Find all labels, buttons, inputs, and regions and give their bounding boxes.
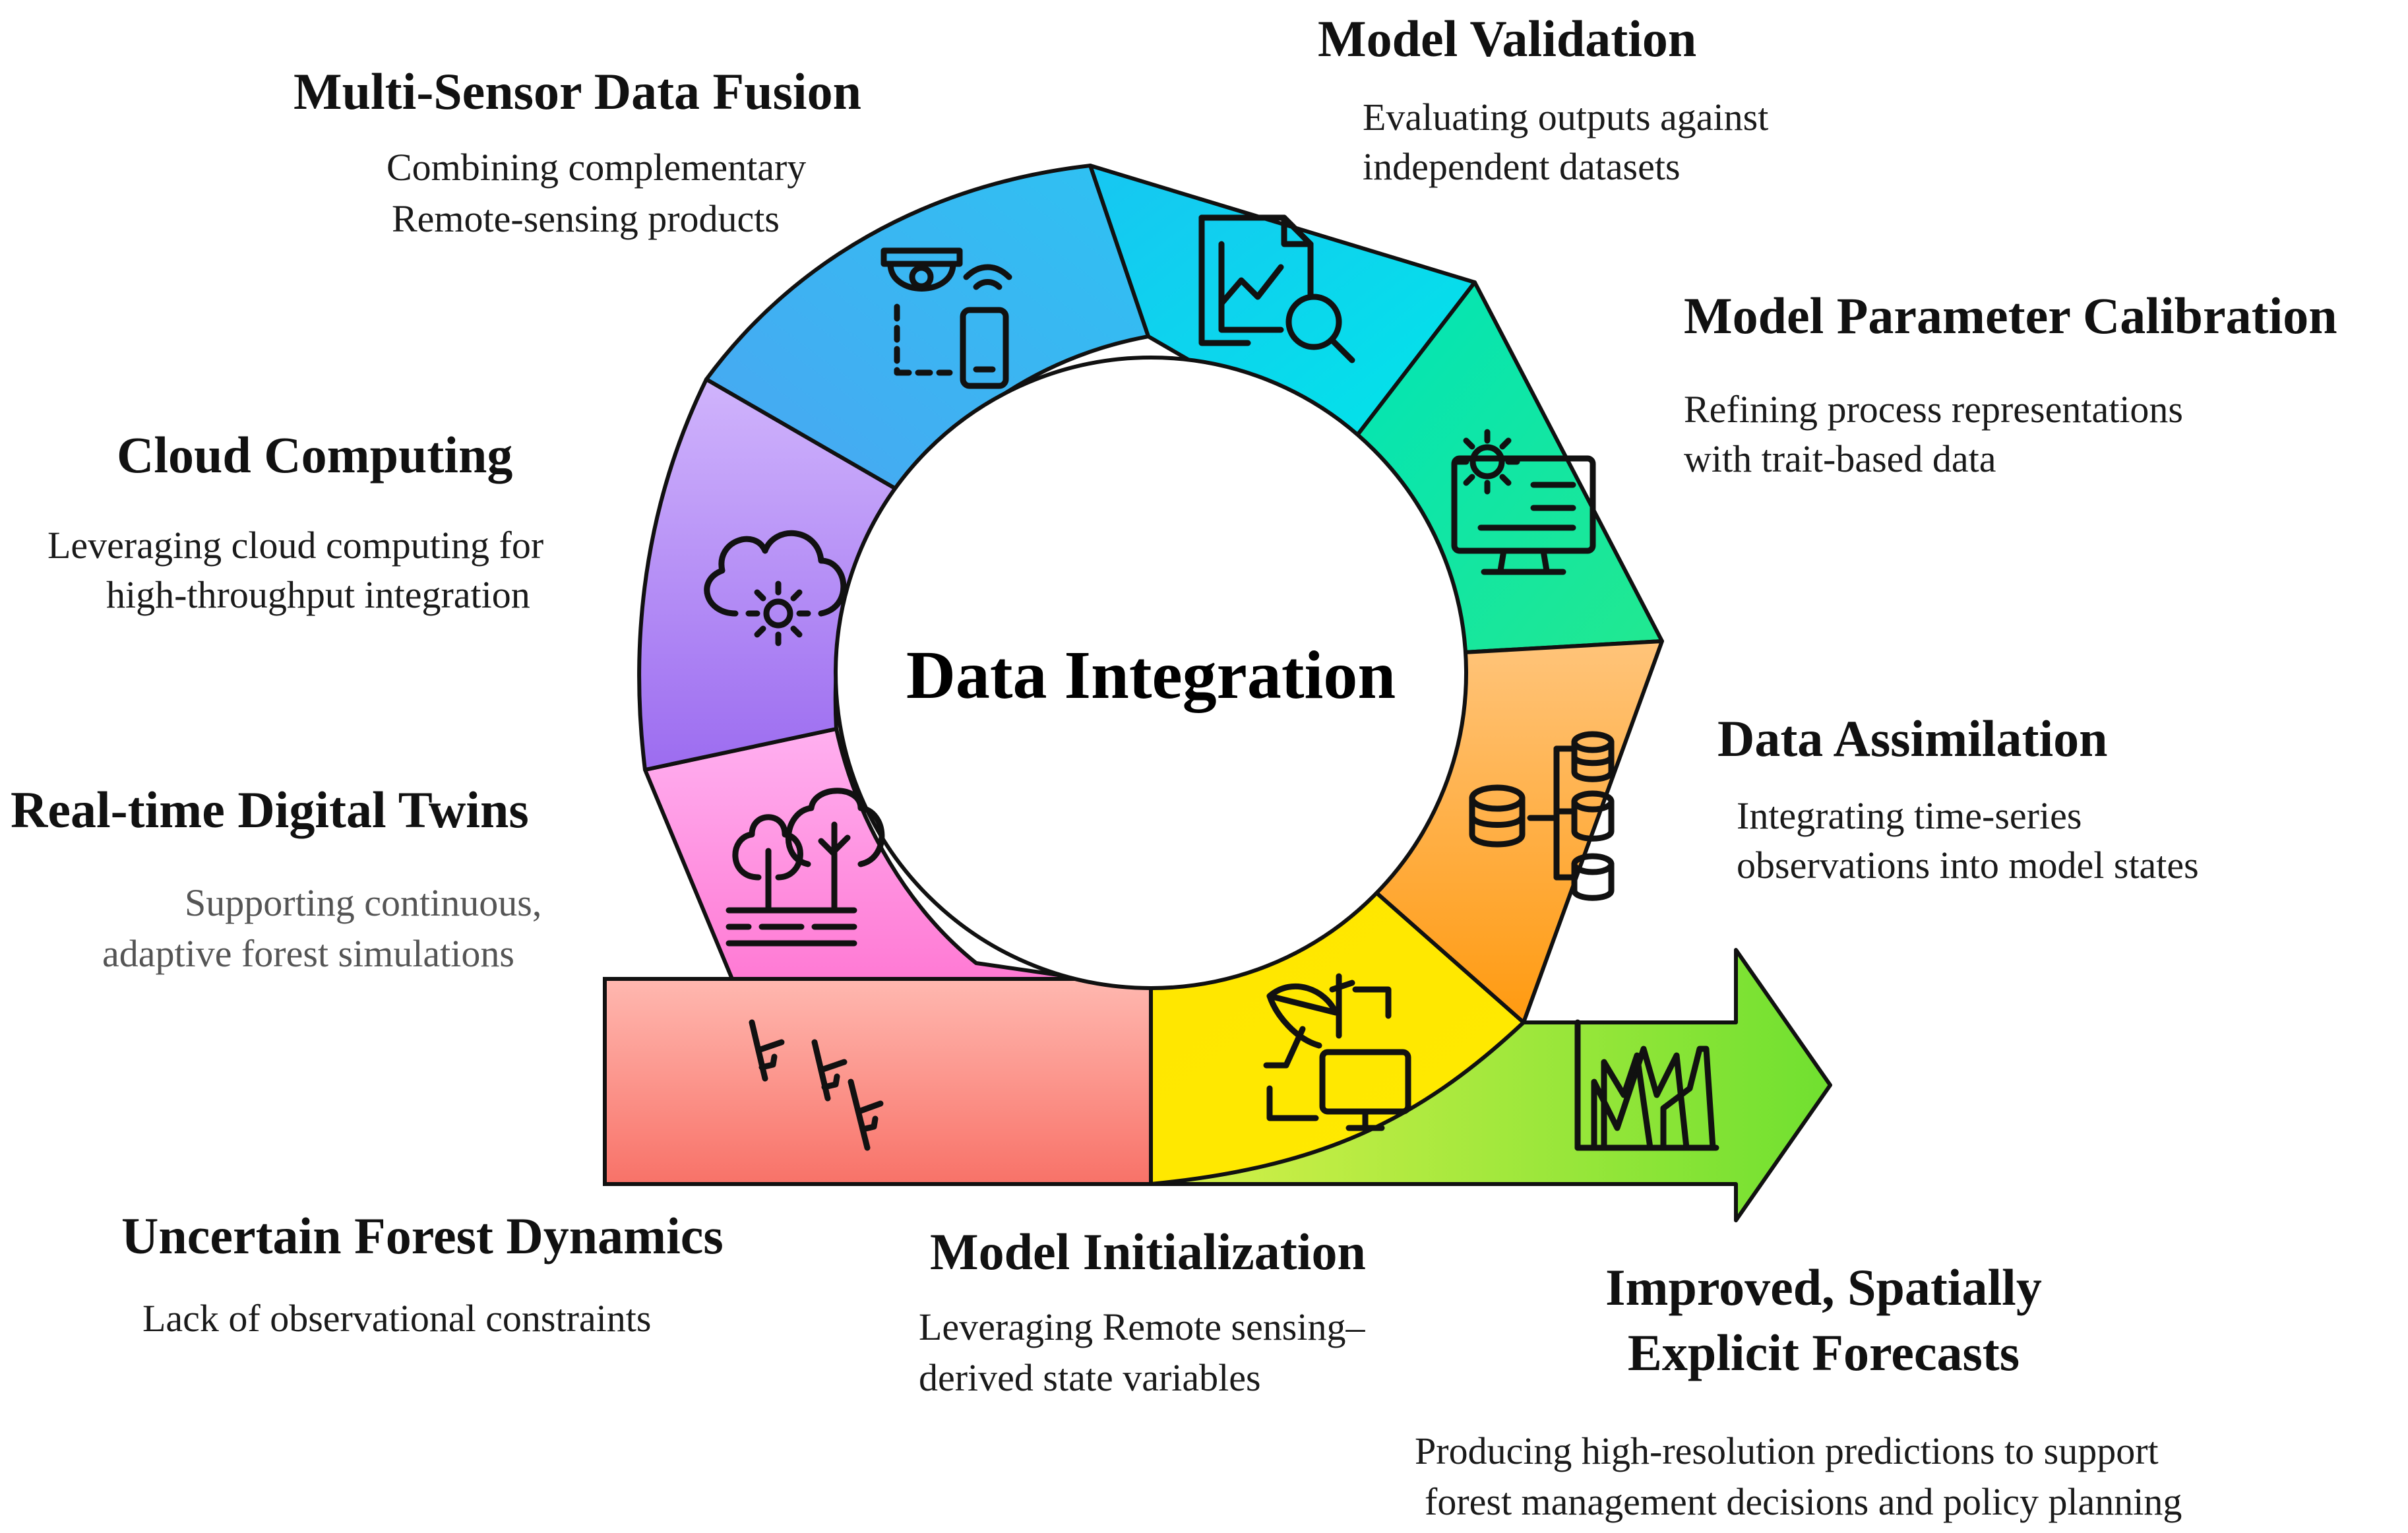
label-uncertain-dynamics: Uncertain Forest Dynamics Lack of observ… xyxy=(121,1207,724,1340)
segment-uncertain-dynamics[interactable] xyxy=(603,977,1153,1186)
multi-sensor-title: Multi-Sensor Data Fusion xyxy=(293,63,861,120)
label-model-validation: Model Validation Evaluating outputs agai… xyxy=(1318,10,1768,188)
multi-sensor-desc-2: Remote-sensing products xyxy=(392,197,780,240)
multi-sensor-desc-1: Combining complementary xyxy=(386,146,806,189)
label-improved-forecasts: Improved, Spatially Explicit Forecasts P… xyxy=(1415,1259,2182,1523)
cloud-computing-title: Cloud Computing xyxy=(117,426,512,484)
label-digital-twins: Real-time Digital Twins Supporting conti… xyxy=(11,781,541,975)
forecasts-title-1: Improved, Spatially xyxy=(1605,1259,2042,1316)
model-validation-desc-2: independent datasets xyxy=(1363,145,1681,188)
forecasts-desc-2: forest management decisions and policy p… xyxy=(1425,1480,2182,1523)
forecast-chart-icon xyxy=(1574,1019,1719,1151)
forecasts-title-2: Explicit Forecasts xyxy=(1628,1324,2020,1381)
data-assimilation-desc-2: observations into model states xyxy=(1737,844,2199,887)
model-initialization-title: Model Initialization xyxy=(930,1223,1366,1280)
uncertain-dynamics-desc-1: Lack of observational constraints xyxy=(142,1297,651,1340)
label-cloud-computing: Cloud Computing Leveraging cloud computi… xyxy=(47,426,543,616)
parameter-calibration-desc-1: Refining process representations xyxy=(1684,388,2183,431)
label-data-assimilation: Data Assimilation Integrating time-serie… xyxy=(1717,710,2199,887)
parameter-calibration-title: Model Parameter Calibration xyxy=(1684,287,2337,344)
label-parameter-calibration: Model Parameter Calibration Refining pro… xyxy=(1684,287,2337,480)
center-circle xyxy=(834,356,1468,990)
label-multi-sensor: Multi-Sensor Data Fusion Combining compl… xyxy=(293,63,861,240)
center-title: Data Integration xyxy=(906,637,1396,713)
data-assimilation-desc-1: Integrating time-series xyxy=(1737,794,2082,837)
cloud-gear-icon xyxy=(704,530,847,646)
cloud-computing-desc-1: Leveraging cloud computing for xyxy=(47,524,543,567)
data-assimilation-title: Data Assimilation xyxy=(1717,710,2108,767)
cloud-computing-desc-2: high-throughput integration xyxy=(106,573,530,616)
digital-twins-desc-2: adaptive forest simulations xyxy=(102,932,514,975)
model-validation-desc-1: Evaluating outputs against xyxy=(1363,96,1768,139)
digital-twins-desc-1: Supporting continuous, xyxy=(185,881,541,924)
satellite-monitor-icon xyxy=(1263,973,1411,1131)
database-tree-icon xyxy=(1469,731,1615,901)
parameter-calibration-desc-2: with trait-based data xyxy=(1684,437,1996,480)
digital-twins-title: Real-time Digital Twins xyxy=(11,781,529,838)
tree-branches-icon xyxy=(749,1019,884,1151)
model-initialization-desc-1: Leveraging Remote sensing– xyxy=(919,1305,1365,1348)
chart-search-icon xyxy=(1198,214,1355,363)
monitor-gear-icon xyxy=(1451,429,1596,575)
uncertain-dynamics-title: Uncertain Forest Dynamics xyxy=(121,1207,724,1265)
label-model-initialization: Model Initialization Leveraging Remote s… xyxy=(919,1223,1366,1399)
segment-digital-twins[interactable] xyxy=(643,727,1088,981)
model-initialization-desc-2: derived state variables xyxy=(919,1356,1261,1399)
forecasts-desc-1: Producing high-resolution predictions to… xyxy=(1415,1429,2159,1472)
model-validation-title: Model Validation xyxy=(1318,10,1696,67)
camera-phone-icon xyxy=(880,247,1012,389)
forest-trees-icon xyxy=(725,788,885,947)
